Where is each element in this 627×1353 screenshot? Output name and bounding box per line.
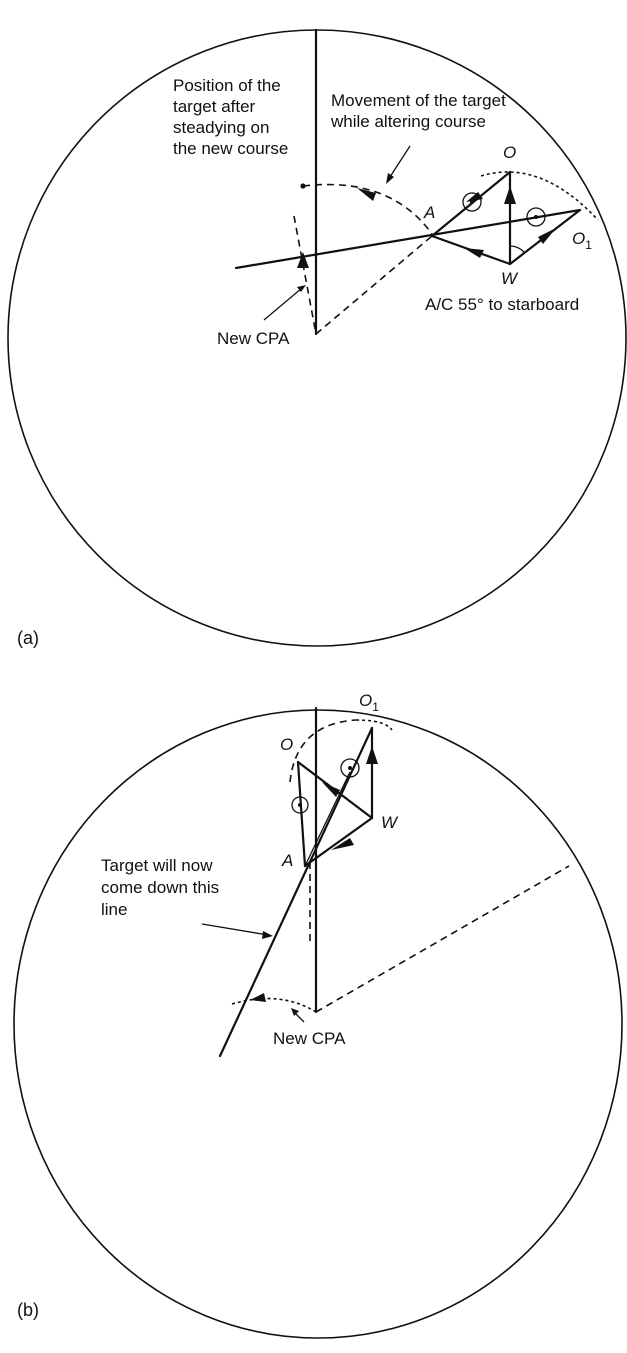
point-o1-label-b: O1 (359, 691, 379, 714)
target-line-leader-head-b (262, 931, 273, 939)
panel-label-b: (b) (17, 1300, 39, 1320)
range-arc-o1-right-b (355, 719, 393, 731)
extended-relative-track-a (234, 208, 582, 270)
movement-leader-a (387, 145, 411, 181)
arrow-target-vector-a (464, 248, 484, 258)
movement-label-line-1: Movement of the target (331, 91, 506, 110)
new-cpa-label-b: New CPA (273, 1029, 346, 1048)
cpa-marker-arrow-a (297, 252, 309, 268)
arrow-target-movement-a (357, 188, 376, 201)
arrow-o-w-b (322, 782, 340, 797)
position-label-line-2: target after (173, 97, 256, 116)
radar-circle-b (13, 709, 623, 1339)
point-o1-label-a: O1 (572, 229, 592, 252)
point-o1-sub-a: 1 (585, 238, 592, 252)
point-o1-sub-b: 1 (372, 700, 379, 714)
diagram-b: O1 O W A Target will now come down this … (13, 691, 623, 1339)
movement-leader-head-a (386, 173, 394, 184)
relative-motion-line-b (304, 771, 351, 867)
target-label-line-3: line (101, 900, 127, 919)
range-arc-o-o1-a (480, 171, 599, 221)
svg-text:Position of the target a: Position of the target after steadying o… (173, 76, 288, 158)
new-cpa-label-a: New CPA (217, 329, 290, 348)
relative-motion-marker-b2 (291, 796, 309, 814)
new-cpa-leader-head-b (291, 1008, 299, 1016)
new-track-dashed-a (293, 215, 317, 335)
cpa-dashed-line-a (315, 235, 433, 335)
steadied-position-dot-a (300, 183, 306, 189)
point-w-label-a: W (501, 269, 519, 288)
point-o-label-b: O (280, 735, 293, 754)
target-movement-arc-a (302, 183, 433, 235)
alteration-label-a: A/C 55° to starboard (425, 295, 579, 314)
svg-text:Target will now come dow: Target will now come down this line (101, 856, 224, 919)
position-label-line-1: Position of the (173, 76, 281, 95)
arrow-target-vector-b (331, 838, 354, 850)
position-label-line-4: the new course (173, 139, 288, 158)
relative-motion-marker-dot-a (470, 200, 474, 204)
relative-motion-marker-dot-a2 (534, 215, 538, 219)
relative-motion-marker-b (340, 758, 360, 778)
cpa-arc-b (231, 997, 317, 1013)
target-line-leader-b (201, 923, 269, 936)
arrow-new-own-vector-a (538, 228, 556, 244)
relative-motion-marker-dot-b (348, 766, 352, 770)
new-cpa-leader-head-a (297, 285, 306, 292)
line-a-to-o-b (296, 760, 307, 868)
cpa-marker-arrow-b (250, 993, 266, 1002)
point-o1-main-b: O (359, 691, 372, 710)
svg-text:Movement of the target w: Movement of the target while altering co… (330, 91, 511, 131)
target-label-line-1: Target will now (101, 856, 213, 875)
arrow-own-vector-a (504, 186, 516, 204)
cpa-dashed-line-b (315, 865, 570, 1013)
relative-motion-marker-dot-b2 (298, 803, 302, 807)
point-a-label-a: A (423, 203, 435, 222)
movement-label-line-2: while altering course (330, 112, 486, 131)
range-arc-o-o1-b (289, 719, 357, 783)
arrow-old-track-a (466, 192, 483, 202)
relative-motion-marker-a2 (526, 207, 546, 227)
line-a-to-o (430, 170, 512, 238)
diagram-a: Position of the target after steadying o… (7, 28, 627, 648)
turn-arc-w (509, 245, 525, 253)
point-a-label-b: A (281, 851, 293, 870)
new-cpa-leader-a (263, 287, 303, 321)
arrow-own-vector-b (366, 746, 378, 764)
target-label-line-2: come down this (101, 878, 219, 897)
position-label-line-3: steadying on (173, 118, 269, 137)
panel-label-a: (a) (17, 628, 39, 648)
point-w-label-b: W (381, 813, 399, 832)
relative-motion-marker-a (462, 192, 482, 212)
target-vector-w-to-a-b (303, 816, 374, 868)
point-o-label-a: O (503, 143, 516, 162)
point-o1-main-a: O (572, 229, 585, 248)
